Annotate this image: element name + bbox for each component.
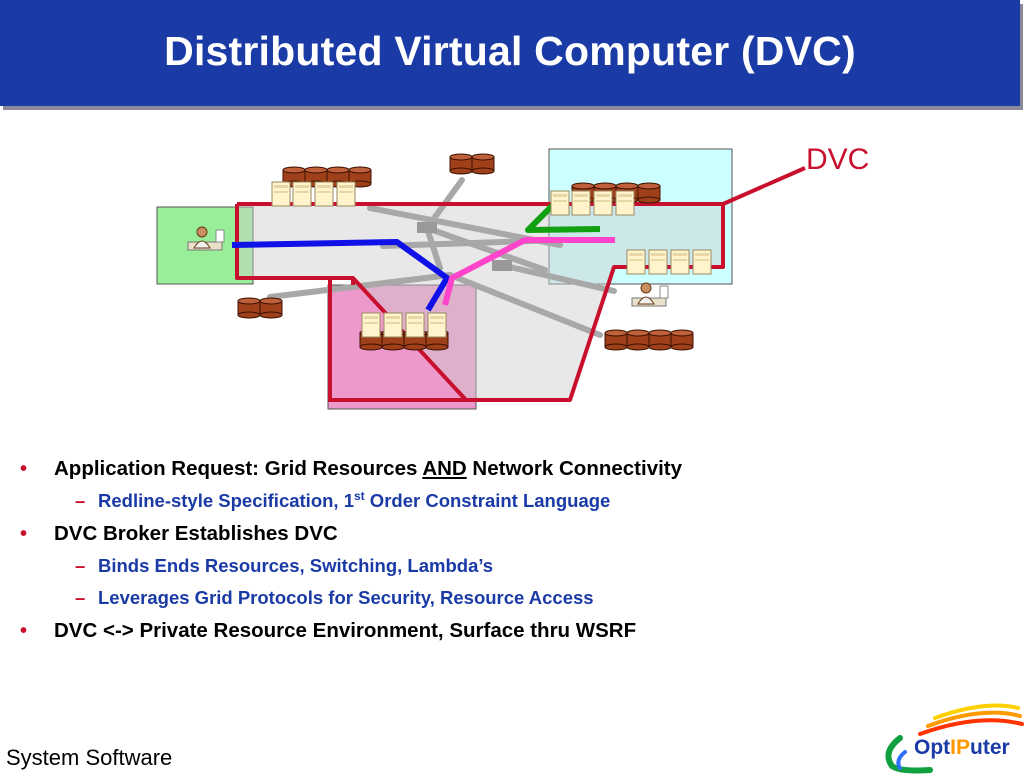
- optiputer-logo: OptIPuter: [885, 703, 1024, 774]
- bullet-item: •Application Request: Grid Resources AND…: [20, 457, 683, 480]
- dvc-diagram: [156, 148, 806, 410]
- dvc-boundary-red-pink: [328, 278, 466, 402]
- lambda-path-blue: [231, 239, 450, 312]
- bullet-dash: –: [75, 490, 86, 511]
- gray-network-links: [267, 177, 617, 338]
- svg-text:OptIPuter: OptIPuter: [914, 736, 1010, 759]
- bullet-list: •Application Request: Grid Resources AND…: [18, 456, 998, 651]
- lambda-path-pink: [442, 237, 615, 306]
- bullet-dot: •: [20, 458, 28, 480]
- logo-text-uter: uter: [970, 736, 1010, 759]
- dvc-boundary-red: [235, 166, 806, 402]
- bullet-item: •DVC <-> Private Resource Environment, S…: [20, 619, 637, 642]
- bullet-dash: –: [75, 555, 86, 576]
- lambda-path-green: [525, 197, 601, 233]
- bullet-dash: –: [75, 587, 86, 608]
- user-workstation-icon: [631, 282, 669, 307]
- sub-bullet-item: –Leverages Grid Protocols for Security, …: [75, 587, 594, 608]
- dvc-region: [237, 204, 723, 400]
- disk-cluster-left: [237, 297, 283, 319]
- bullet-dot: •: [20, 620, 28, 642]
- switch-node: [492, 260, 512, 271]
- sub-bullet-item: –Redline-style Specification, 1st Order …: [75, 488, 611, 511]
- switch-node: [417, 222, 437, 233]
- logo-text-ip: IP: [950, 736, 970, 759]
- sub-bullet-item: –Binds Ends Resources, Switching, Lambda…: [75, 555, 494, 576]
- disk-cluster-top-center: [449, 153, 495, 175]
- slide-title: Distributed Virtual Computer (DVC): [164, 28, 856, 74]
- bullet-dot: •: [20, 523, 28, 545]
- disk-cluster-right: [604, 329, 694, 351]
- footer-text: System Software: [6, 745, 173, 770]
- bullet-item: •DVC Broker Establishes DVC: [20, 522, 338, 545]
- logo-text-opt: Opt: [914, 736, 950, 759]
- title-bar: Distributed Virtual Computer (DVC): [0, 0, 1020, 106]
- dvc-label: DVC: [806, 143, 870, 176]
